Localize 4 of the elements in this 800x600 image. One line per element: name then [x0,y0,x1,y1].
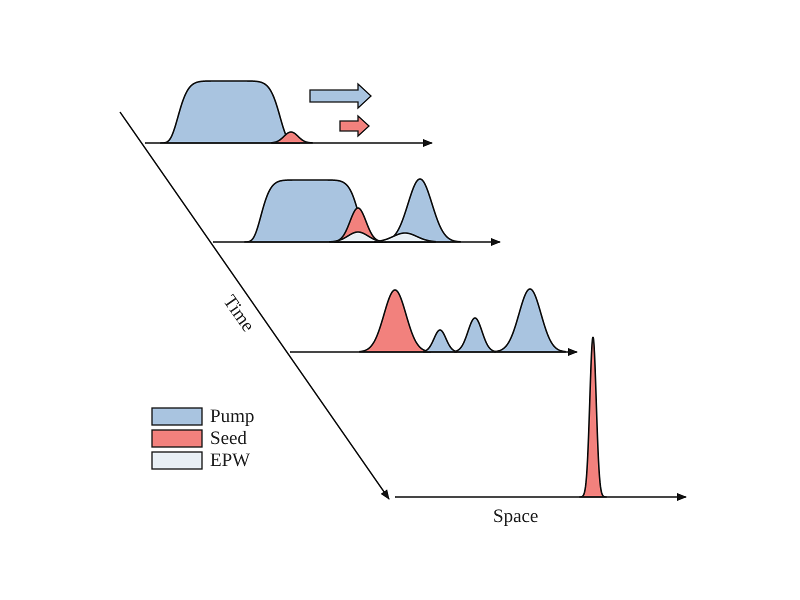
legend-label: Pump [210,407,254,426]
axis-label: Space [493,507,538,526]
legend-label: EPW [210,451,250,470]
legend-label: Seed [210,429,247,448]
